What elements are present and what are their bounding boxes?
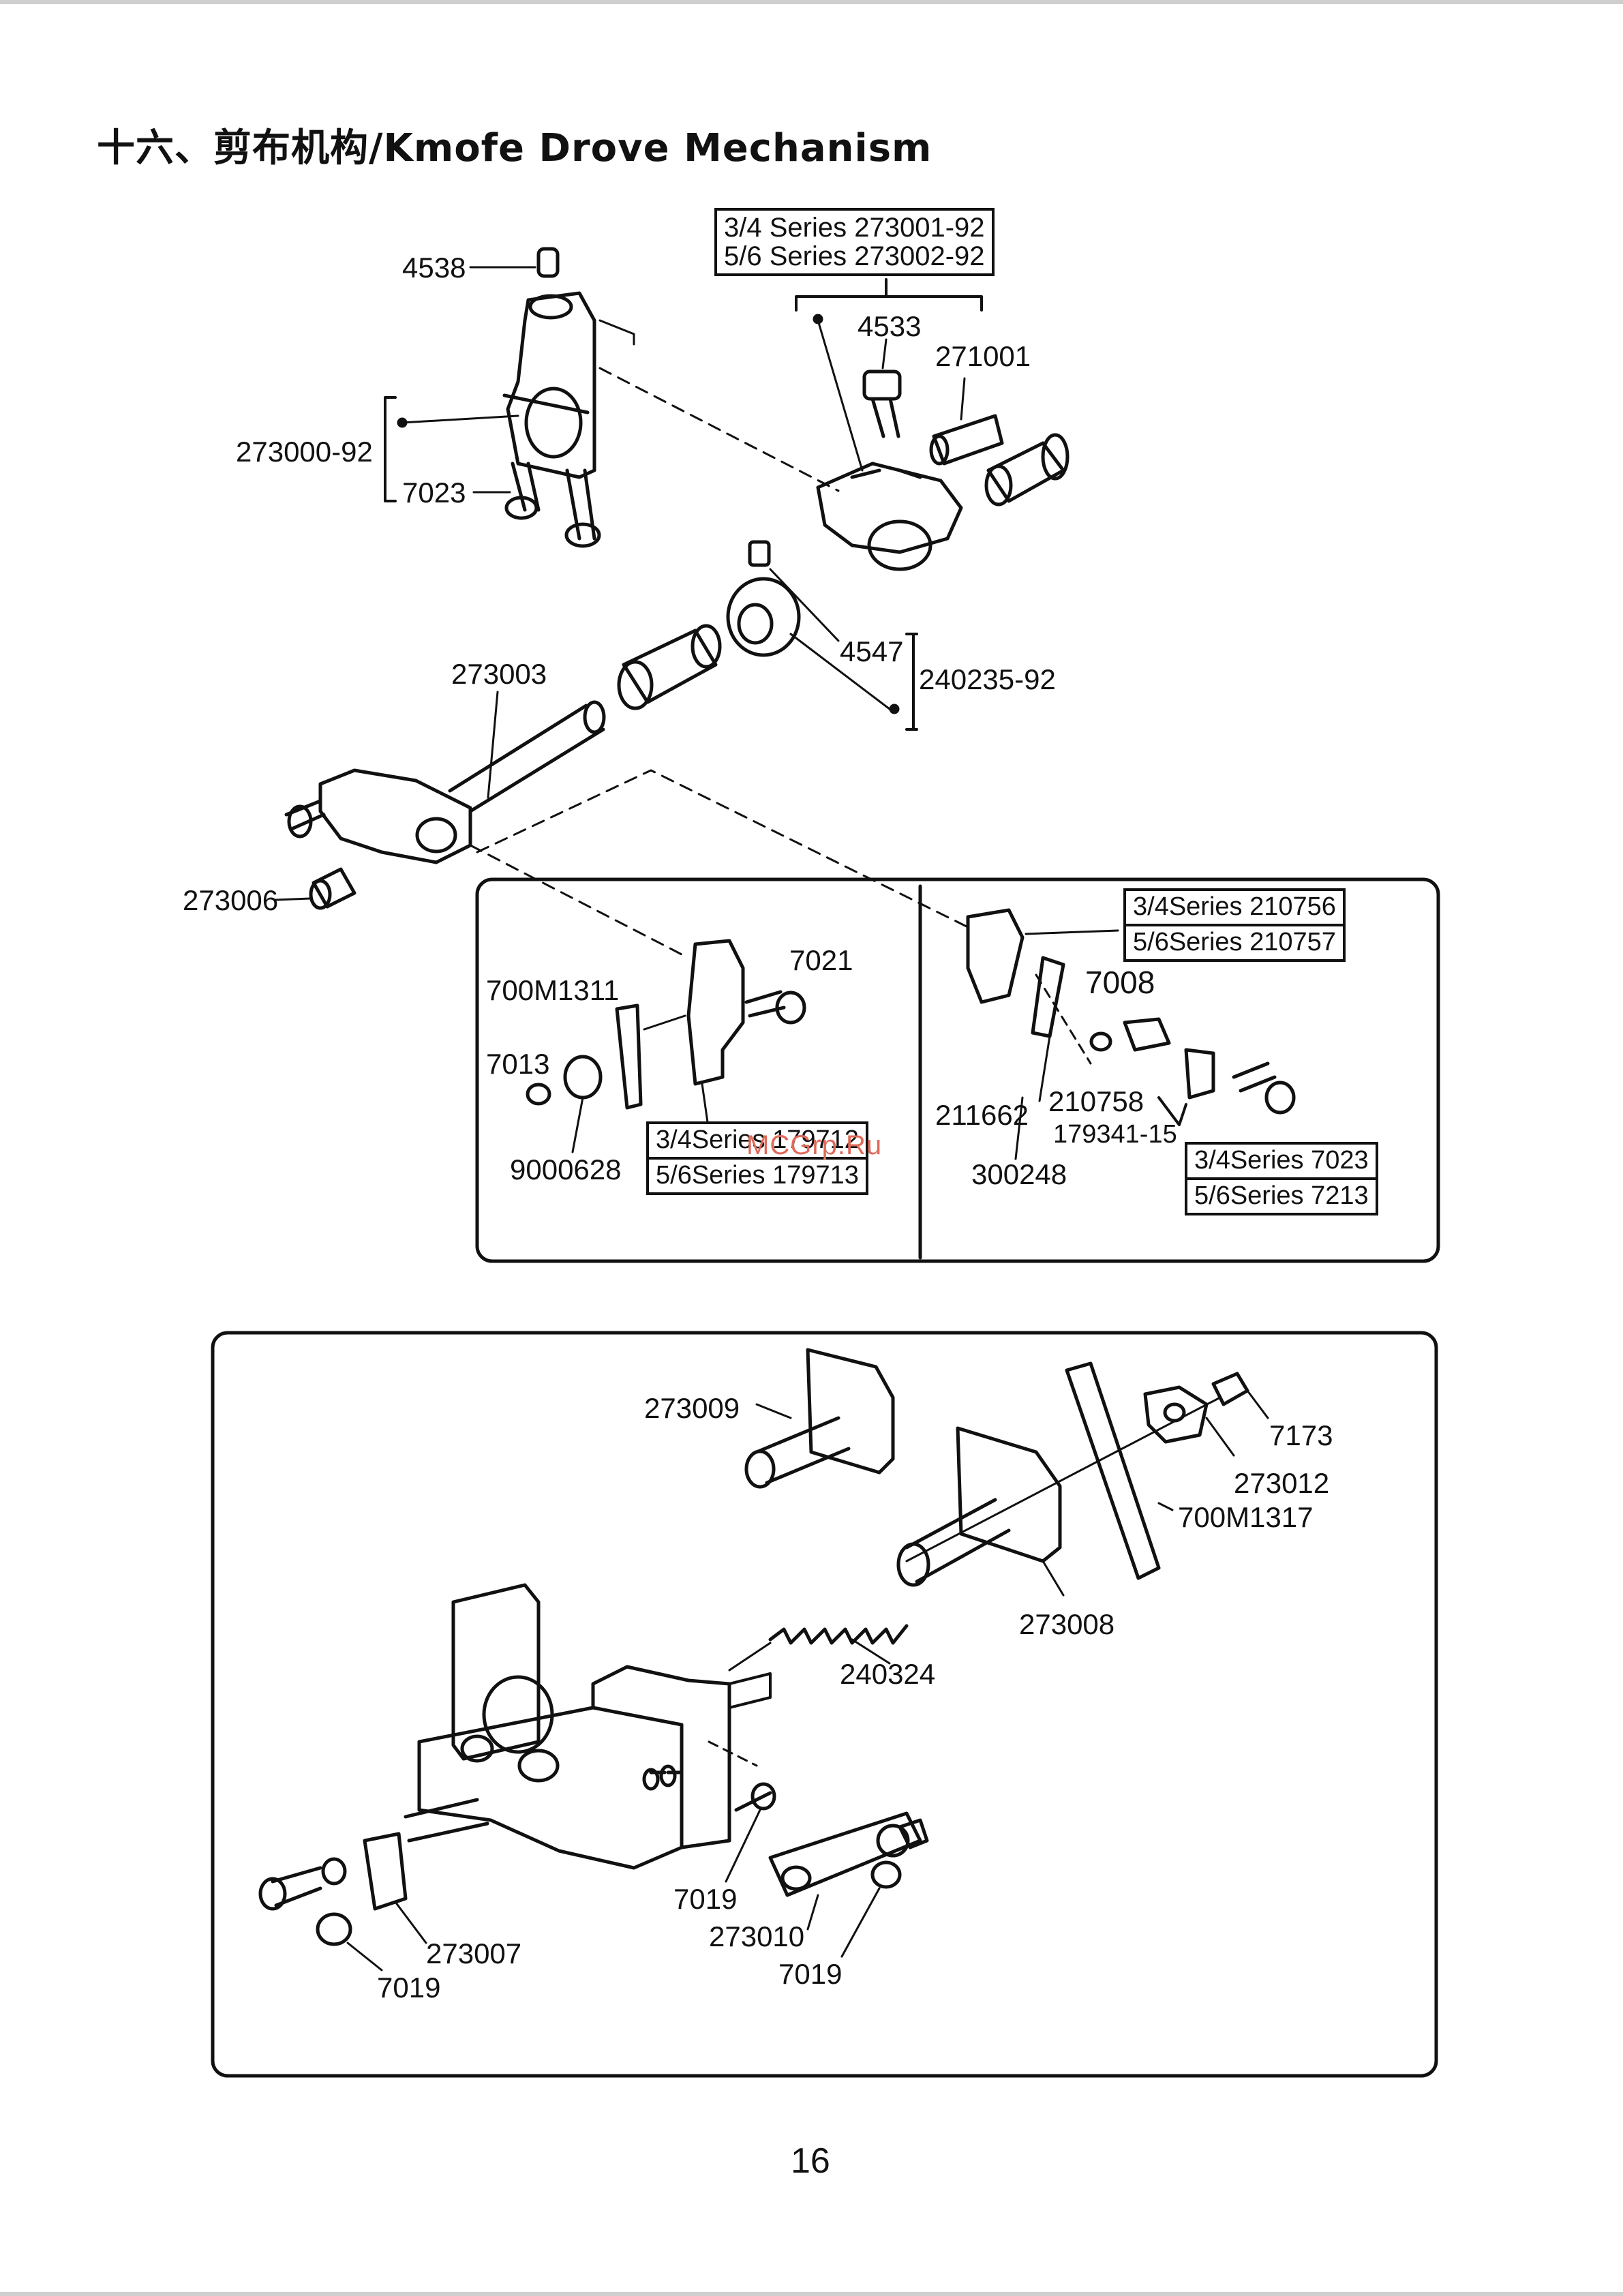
inset-right-series-bottom-line-1: 3/4Series 7023: [1194, 1146, 1369, 1175]
clamp-block-part: [816, 462, 963, 571]
part-label-273006: 273006: [183, 884, 279, 916]
part-label-273000-92: 273000-92: [236, 436, 373, 468]
part-label-273012: 273012: [1234, 1467, 1330, 1499]
part-label-179341-15: 179341-15: [1053, 1120, 1177, 1149]
plate-273008-part: [896, 1426, 1065, 1597]
part-label-7008: 7008: [1085, 965, 1155, 1000]
part-label-240324: 240324: [840, 1658, 936, 1690]
part-label-4538: 4538: [402, 252, 466, 284]
collar-240235-part: [726, 540, 918, 731]
page-number: 16: [791, 2141, 830, 2181]
series-header-line-1: 3/4 Series 273001-92: [724, 213, 985, 243]
knife-bracket-part: [966, 908, 1296, 1160]
inset-right-series-top-line-1: 3/4Series 210756: [1133, 892, 1336, 921]
inset-right-series-top-line-2: 5/6Series 210757: [1126, 923, 1343, 959]
lever-block-part: [284, 768, 472, 864]
part-label-700M1311: 700M1311: [486, 974, 620, 1006]
part-label-7023: 7023: [402, 477, 466, 509]
inset-right-series-bottom-box: 3/4Series 7023 5/6Series 7213: [1185, 1142, 1378, 1215]
part-label-273007: 273007: [426, 1937, 522, 1969]
arm-273000-part: [384, 291, 601, 548]
part-label-700M1317: 700M1317: [1178, 1501, 1314, 1533]
part-label-211662: 211662: [935, 1099, 1029, 1131]
part-label-300248: 300248: [971, 1158, 1067, 1190]
top-border: [0, 0, 1623, 4]
series-header-box: 3/4 Series 273001-92 5/6 Series 273002-9…: [714, 208, 995, 276]
series-header-line-2: 5/6 Series 273002-92: [724, 241, 985, 271]
part-label-4547: 4547: [840, 635, 904, 667]
base-frame-part: [404, 1583, 772, 1870]
page-title: 十六、剪布机构/Kmofe Drove Mechanism: [97, 126, 932, 170]
part-label-9000628: 9000628: [510, 1153, 622, 1185]
part-label-7013: 7013: [486, 1048, 550, 1080]
inset-right-series-bottom-line-2: 5/6Series 7213: [1187, 1177, 1376, 1213]
screw-4533-part: [862, 338, 902, 438]
part-label-7019-right: 7019: [778, 1958, 843, 1990]
part-label-273010: 273010: [709, 1920, 805, 1952]
part-label-4533: 4533: [858, 310, 922, 342]
knife-holder-part: [526, 939, 806, 1153]
part-label-210758: 210758: [1048, 1085, 1144, 1117]
inset-left-series-box: 3/4Series 179712 5/6Series 179713: [646, 1121, 868, 1195]
shaft-273003-part: [448, 691, 606, 813]
part-label-7173: 7173: [1269, 1419, 1333, 1451]
bottom-border: [0, 2292, 1623, 2296]
inset-right-series-top-box: 3/4Series 210756 5/6Series 210757: [1123, 888, 1346, 962]
inset-left-series-line-1: 3/4Series 179712: [656, 1126, 859, 1154]
watermark: MCGrp.Ru: [746, 1130, 883, 1160]
part-label-271001: 271001: [935, 340, 1031, 372]
part-label-273009: 273009: [644, 1392, 740, 1424]
part-label-240235-92: 240235-92: [919, 663, 1056, 695]
plate-273009-part: [744, 1348, 895, 1489]
part-label-273008: 273008: [1019, 1608, 1115, 1640]
part-label-273003: 273003: [451, 658, 547, 690]
inset-left-series-line-2: 5/6Series 179713: [649, 1156, 866, 1192]
part-label-7019-center: 7019: [673, 1883, 738, 1915]
pin-271001-part: [929, 377, 1004, 466]
part-label-7021: 7021: [789, 944, 853, 976]
screw-4538-part: [469, 247, 560, 278]
part-label-7019-left: 7019: [377, 1972, 441, 2004]
